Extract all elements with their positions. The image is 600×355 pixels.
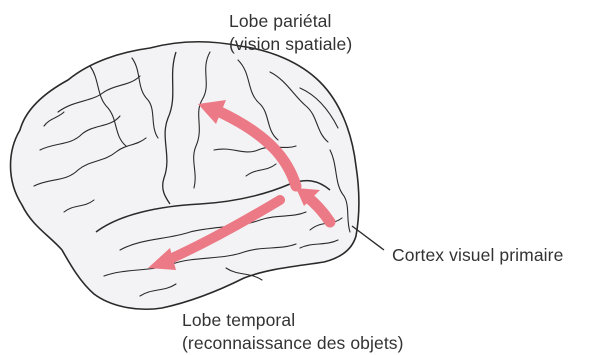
visual-cortex-pointer: [352, 226, 384, 250]
brain-lateral-view-icon: [11, 42, 385, 310]
temporal-lobe-label: Lobe temporal (reconnaissance des objets…: [182, 309, 404, 355]
parietal-lobe-title: Lobe pariétal: [229, 10, 352, 33]
visual-cortex-title: Cortex visuel primaire: [392, 244, 563, 267]
parietal-lobe-label: Lobe pariétal (vision spatiale): [229, 10, 352, 56]
brain-outline: [11, 42, 360, 310]
temporal-lobe-title: Lobe temporal: [182, 309, 404, 332]
visual-cortex-label: Cortex visuel primaire: [392, 244, 563, 267]
temporal-lobe-subtitle: (reconnaissance des objets): [182, 332, 404, 355]
parietal-lobe-subtitle: (vision spatiale): [229, 33, 352, 56]
